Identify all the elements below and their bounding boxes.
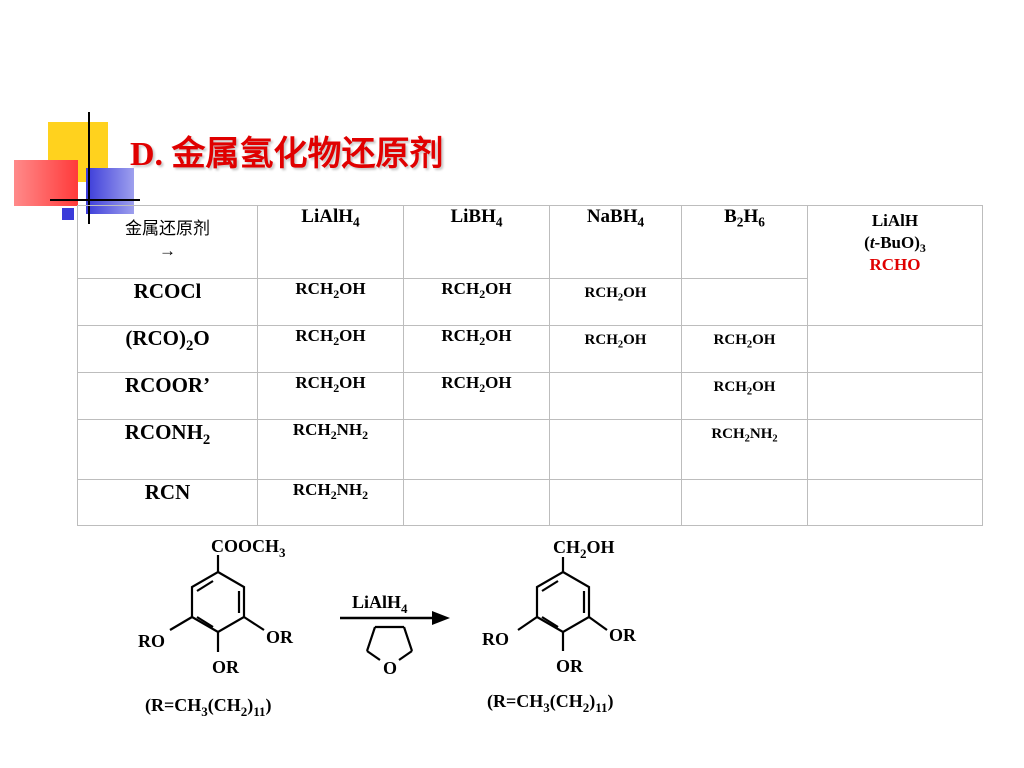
table-cell [681, 479, 808, 526]
row-label: RCN [77, 479, 258, 526]
table-cell: RCH2NH2 [257, 479, 404, 526]
reaction-arrow [340, 611, 450, 625]
reactant-top-group: COOCH3 [211, 536, 286, 560]
table-cell: RCH2OH [403, 325, 550, 373]
row-label: RCONH2 [77, 419, 258, 480]
table-cell: RCH2OH [257, 278, 404, 326]
thf-oxygen: O [383, 658, 397, 678]
table-cell: RCH2OH [403, 278, 550, 326]
thf-solvent-ring [365, 625, 414, 661]
page-title: D. 金属氢化物还原剂 [130, 136, 444, 173]
product-top-group: CH2OH [553, 537, 615, 561]
reactant-labels: COOCH3 RO OR OR (R=CH3(CH2)11) [138, 536, 294, 719]
table-row: RCOCl RCH2OH RCH2OH RCH2OH [77, 278, 983, 326]
deco-red-square [14, 160, 78, 206]
reagent-label: LiAlH4 [352, 592, 408, 616]
table-cell: RCH2NH2 [257, 419, 404, 480]
deco-small-blue-square [62, 208, 74, 220]
product-ro: RO [482, 629, 509, 649]
table-cell: RCH2NH2 [681, 419, 808, 480]
table-cell [807, 479, 983, 526]
product-benzene-ring [517, 557, 608, 651]
header-nabh4: NaBH4 [549, 205, 682, 279]
deco-vertical-line [88, 112, 90, 224]
reactant-benzene-ring [169, 555, 265, 652]
rcho-product: RCHO [869, 255, 921, 274]
product-or-right: OR [609, 625, 637, 645]
reactant-r-definition: (R=CH3(CH2)11) [145, 695, 272, 719]
row-label: (RCO)2O [77, 325, 258, 373]
table-cell: RCH2OH [257, 372, 404, 420]
deco-horizontal-line [50, 199, 140, 201]
table-cell: RCH2OH [549, 325, 682, 373]
reactant-ro: RO [138, 631, 165, 651]
reducing-agent-table: 金属还原剂 → LiAlH4 LiBH4 NaBH4 B2H6 LiAlH (t… [77, 205, 983, 526]
table-row: RCN RCH2NH2 [77, 479, 983, 526]
row-label: RCOOR’ [77, 372, 258, 420]
table-cell: RCH2OH [403, 372, 550, 420]
product-or-bottom: OR [556, 656, 584, 676]
product-r-definition: (R=CH3(CH2)11) [487, 691, 614, 715]
table-row: (RCO)2O RCH2OH RCH2OH RCH2OH RCH2OH [77, 325, 983, 373]
table-cell [403, 479, 550, 526]
header-b2h6: B2H6 [681, 205, 808, 279]
header-lialh-tbuo3: LiAlH (t-BuO)3 RCHO [807, 205, 983, 326]
table-cell [549, 479, 682, 526]
reactant-or-right: OR [266, 627, 294, 647]
table-cell: RCH2OH [257, 325, 404, 373]
reactant-or-bottom: OR [212, 657, 240, 677]
product-labels: CH2OH RO OR OR (R=CH3(CH2)11) [482, 537, 637, 715]
table-corner-cell: 金属还原剂 → [77, 205, 258, 279]
